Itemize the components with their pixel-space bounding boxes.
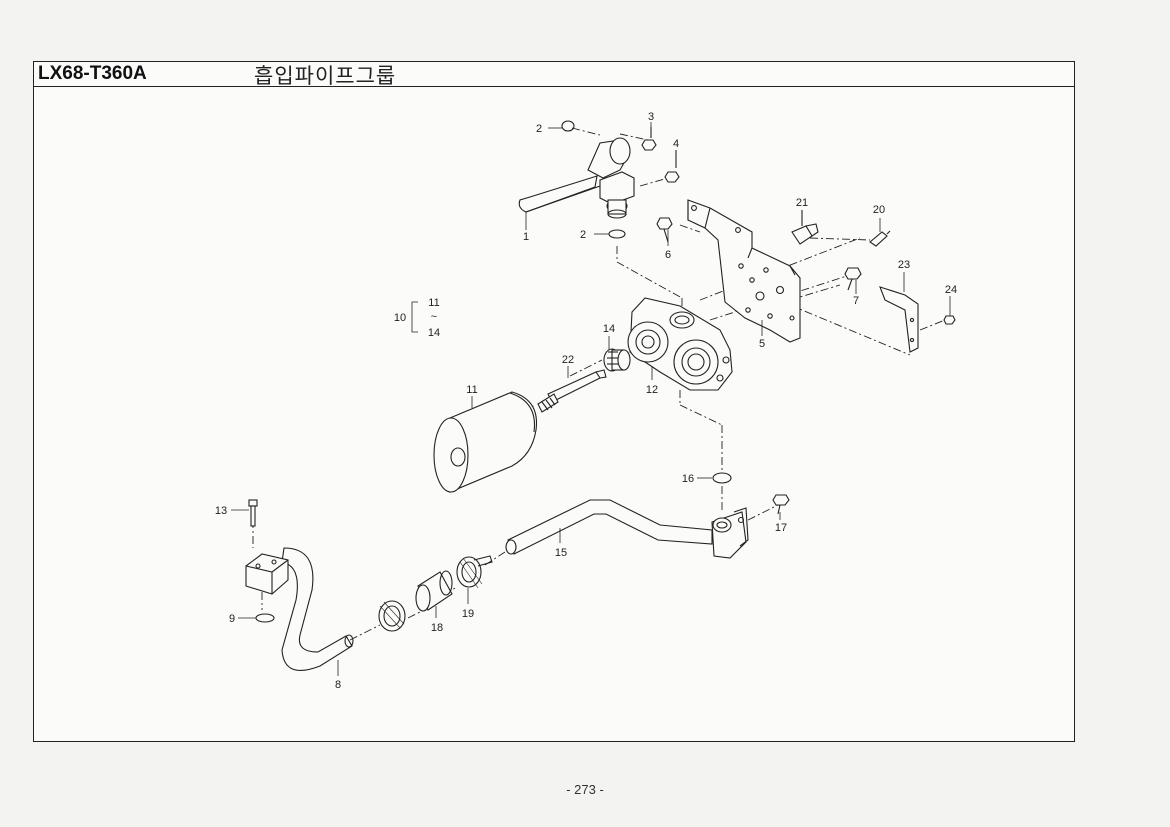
callout-20: 20 — [873, 204, 885, 216]
callout-22: 22 — [562, 354, 574, 366]
callout-5: 5 — [759, 338, 765, 350]
page-number: - 273 - — [566, 782, 604, 797]
callout-2-lower: 2 — [580, 229, 586, 241]
filter-element — [433, 391, 538, 493]
callout-23: 23 — [898, 259, 910, 271]
mounting-bracket — [687, 199, 801, 343]
bolt-4 — [664, 150, 680, 183]
callout-3: 3 — [648, 111, 654, 123]
o-ring-16 — [712, 472, 732, 484]
bolt-6 — [656, 217, 673, 243]
callout-9: 9 — [229, 613, 235, 625]
callout-8: 8 — [335, 679, 341, 691]
leader-lines — [252, 127, 946, 641]
switch-21 — [791, 210, 819, 245]
bolt-24 — [943, 315, 956, 325]
group-title: 흡입파이프그룹 — [254, 64, 397, 88]
callout-18: 18 — [431, 622, 443, 634]
callout-labels: 1 2 2 3 4 5 6 7 8 9 10 11 ~ 14 11 12 13 … — [215, 111, 957, 691]
callout-14: 14 — [603, 323, 615, 335]
hose-clamp-lower — [378, 600, 406, 632]
callout-12: 12 — [646, 384, 658, 396]
callout-16: 16 — [682, 473, 694, 485]
o-ring-9 — [255, 613, 275, 623]
hose-18 — [415, 570, 453, 612]
callout-17: 17 — [775, 522, 787, 534]
sensor-20 — [869, 230, 891, 247]
filter-head — [627, 297, 733, 391]
nipple-14 — [603, 348, 631, 372]
bolt-7 — [844, 267, 862, 291]
callout-11: 11 — [466, 384, 477, 396]
callout-24: 24 — [945, 284, 957, 296]
callout-19: 19 — [462, 608, 474, 620]
callout-10-range-bottom: 14 — [428, 327, 440, 339]
bolt-17 — [772, 494, 790, 515]
connector-block-9 — [245, 553, 289, 595]
callout-10: 10 — [394, 312, 406, 324]
bolt-13 — [248, 499, 258, 527]
stud-22 — [537, 369, 607, 413]
bracket-23 — [879, 286, 919, 353]
callout-10-range-tilde: ~ — [431, 311, 437, 323]
bolt-3 — [641, 127, 657, 151]
o-ring-lower — [608, 229, 626, 239]
o-ring-upper — [561, 120, 575, 132]
callout-2-upper: 2 — [536, 123, 542, 135]
hose-clamp-19 — [456, 555, 493, 589]
suction-pipe-lower — [505, 499, 749, 559]
hose-8 — [281, 547, 354, 671]
callout-7: 7 — [853, 295, 859, 307]
callout-4: 4 — [673, 138, 679, 150]
suction-pipe-upper — [518, 137, 635, 219]
callout-13: 13 — [215, 505, 227, 517]
callout-15: 15 — [555, 547, 567, 559]
label-ticks — [231, 122, 951, 676]
callout-21: 21 — [796, 197, 808, 209]
callout-6: 6 — [665, 249, 671, 261]
callout-10-range-top: 11 — [428, 297, 439, 309]
title-bar: LX68-T360A 흡입파이프그룹 — [34, 62, 1074, 88]
callout-1: 1 — [523, 231, 529, 243]
model-code: LX68-T360A — [38, 63, 147, 84]
